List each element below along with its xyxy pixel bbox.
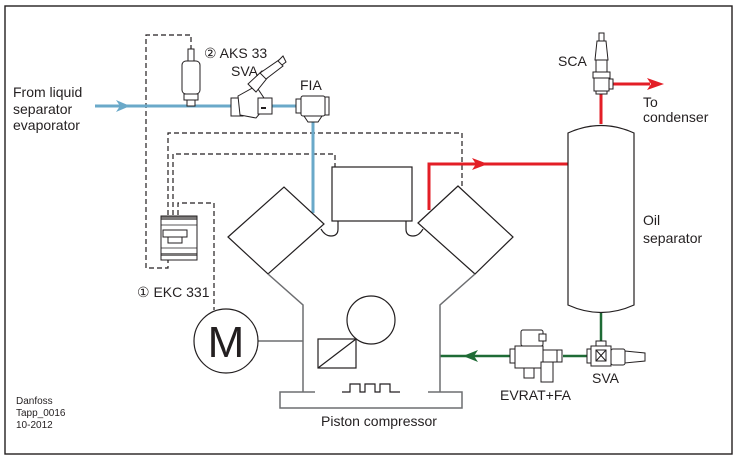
discharge-arrow-icon <box>472 158 488 170</box>
compressor-base <box>279 391 463 409</box>
aks33-signal-wire <box>145 34 192 269</box>
sva-bottom-label: SVA <box>592 370 620 386</box>
evrat-label: EVRAT+FA <box>500 387 572 403</box>
left-cylinder <box>227 186 325 275</box>
sva-valve-bottom <box>586 340 646 367</box>
footer-credits: Danfoss Tapp_0016 10-2012 <box>16 396 68 431</box>
motor-label: M <box>208 318 245 367</box>
fia-label: FIA <box>300 77 322 93</box>
oil-separator-vessel <box>567 124 635 314</box>
discharge-line <box>427 78 664 210</box>
right-cylinder <box>417 185 514 275</box>
motor: M <box>193 308 259 374</box>
ekc331-controller <box>160 215 198 261</box>
oil-separator-label: Oil separator <box>643 212 702 246</box>
suction-arrow-icon <box>116 100 130 112</box>
ekc331-label: ① EKC 331 <box>137 284 210 300</box>
piston-compressor <box>227 166 514 409</box>
compressor-label: Piston compressor <box>321 413 437 429</box>
flywheel-circle <box>346 295 396 345</box>
oil-arrow-icon <box>463 350 478 362</box>
fia-filter <box>295 95 330 123</box>
to-condenser-label: To condenser <box>643 94 709 125</box>
right-frame-line <box>439 273 476 392</box>
condenser-arrow-icon <box>647 78 664 90</box>
control-wiring <box>145 34 463 310</box>
inlet-label: From liquid separator evaporator <box>13 84 86 133</box>
middle-wire <box>172 153 336 215</box>
motor-circle <box>193 308 259 374</box>
crankshaft-icon <box>342 383 400 393</box>
sca-label: SCA <box>558 53 587 69</box>
aks33-label: ② AKS 33 <box>204 45 267 61</box>
aks33-transmitter <box>181 48 201 107</box>
cylinder-head-box <box>331 166 413 222</box>
discharge-head-wire <box>167 132 463 215</box>
evrat-fa-valve <box>509 329 563 383</box>
diagram-frame <box>4 5 733 455</box>
sca-valve <box>592 32 614 95</box>
oil-return-line <box>440 313 603 362</box>
sva-valve-top <box>230 55 287 119</box>
sva-top-label: SVA <box>231 63 259 79</box>
left-frame-line <box>267 273 304 392</box>
